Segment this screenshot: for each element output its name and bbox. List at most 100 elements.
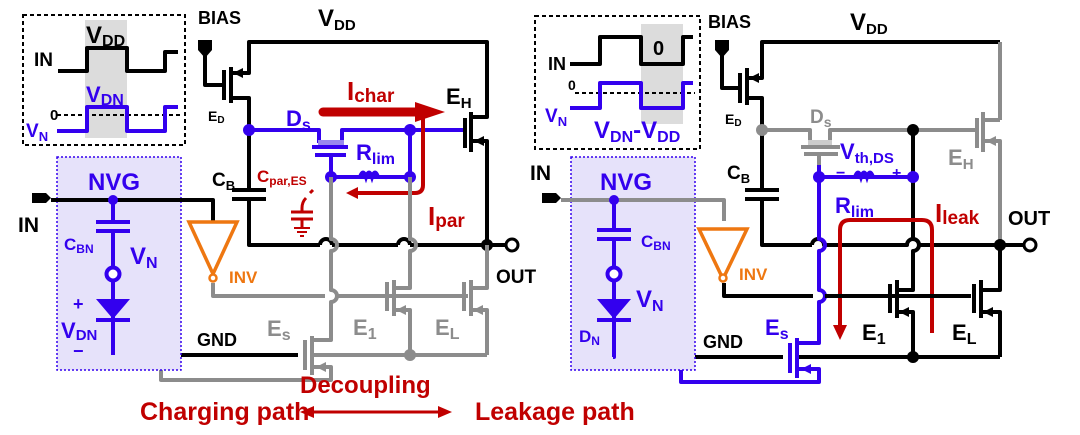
diode-icon (597, 299, 631, 319)
ileak-label: Ileak (935, 198, 980, 229)
eh-arrow-icon (986, 136, 996, 146)
vdd-rail (231, 40, 489, 119)
vdn-plus: + (73, 294, 84, 314)
cbn-label: CBN (64, 235, 94, 256)
el-arrow-icon (473, 305, 483, 315)
e1-drain-wire (897, 130, 921, 292)
node-dot (404, 349, 416, 361)
cpar-label: Cpar,ES (257, 167, 307, 188)
es-arrow-icon (316, 362, 326, 372)
right-waveform-inset: IN 0 0 VN VDN-VDD (534, 15, 701, 150)
ed-label: ED (208, 108, 225, 126)
ileak-path (838, 218, 934, 333)
out-label: OUT (496, 267, 537, 288)
arrow-right-icon (438, 406, 452, 418)
ed-drain-wire (747, 96, 764, 190)
node-dot (907, 351, 919, 363)
bottom-caption: Decoupling Charging path Leakage path (140, 372, 635, 426)
es-source-wire (679, 363, 821, 384)
vdn-minus: − (73, 341, 84, 361)
rlim-resistor-icon (853, 170, 875, 184)
eh-source-wire (983, 139, 1002, 245)
e1-label: E1 (862, 320, 886, 348)
bias-wire (203, 55, 223, 87)
el-label: EL (435, 315, 460, 343)
inset-highlight (85, 20, 127, 138)
out-terminal[interactable] (504, 237, 520, 253)
ds-eh-gate-wire (828, 128, 977, 143)
in-pad-icon[interactable] (32, 193, 51, 203)
node-dot (243, 124, 255, 136)
in-pad-icon[interactable] (542, 193, 561, 203)
inverter-bubble (208, 273, 218, 283)
el-drain-wire (471, 245, 489, 290)
e1-arrow-icon (899, 307, 909, 317)
ipar-path (355, 115, 425, 195)
ds-body (318, 140, 344, 146)
right-circuit: IN 0 0 VN VDN-VDD BIAS ED VDD CB Ds (530, 9, 1050, 384)
e1-source-wire (897, 310, 915, 357)
vn-label: VN (636, 286, 664, 315)
nvg-label: NVG (88, 169, 140, 196)
vdd-rail (747, 40, 1000, 80)
cb-label: CB (212, 170, 235, 193)
in-wire (51, 198, 215, 221)
inset-border (534, 15, 701, 150)
out-terminal[interactable] (1022, 237, 1038, 253)
in-waveform (570, 35, 693, 66)
bias-label: BIAS (198, 8, 241, 28)
eh-arrow-icon (474, 136, 484, 146)
inset-in-label: IN (34, 50, 53, 71)
ipar-arrow-icon (346, 187, 358, 199)
dn-label: DN (579, 327, 600, 348)
eh-label: EH (948, 145, 974, 173)
charging-path-label: Charging path (140, 398, 309, 426)
arrow-left-icon (300, 406, 314, 418)
nvg-block (570, 156, 696, 371)
leakage-path-label: Leakage path (475, 398, 635, 426)
bias-pad-icon (198, 40, 212, 58)
ed-drain-wire (231, 96, 251, 130)
es-arrow-icon (801, 364, 811, 374)
ds-node-wire (249, 128, 321, 143)
ed-arrow-icon (749, 73, 759, 83)
ed-arrow-icon (233, 68, 243, 78)
eh-source-wire (471, 139, 489, 245)
out-label: OUT (1008, 208, 1050, 230)
ileak-arrow-icon (833, 325, 847, 340)
vdd-label: VDD (850, 9, 888, 38)
inset-vdn-vdd-label: VDN-VDD (594, 117, 680, 146)
e1-label: E1 (353, 315, 377, 343)
cbn-label: CBN (641, 232, 671, 253)
vn-node (605, 265, 623, 283)
inset-vdn-label: VDN (86, 82, 124, 109)
left-circuit: IN VDD VDN 0 VN BIAS ED VDD CB (18, 5, 537, 382)
inset-zero-level: 0 (653, 38, 664, 60)
in-label: IN (18, 214, 39, 237)
inset-zero-label: 0 (568, 77, 576, 93)
cpar-dash (308, 188, 315, 195)
el-label: EL (952, 320, 977, 348)
es-drain-wire (312, 177, 339, 342)
e1-arrow-icon (396, 305, 406, 315)
vdn-label: VDN (61, 318, 97, 344)
ds-body (808, 140, 832, 146)
inset-in-label: IN (548, 54, 566, 74)
cb-bottom-wire (247, 199, 320, 247)
es-drain-wire (797, 177, 827, 345)
node-dot (756, 124, 768, 136)
es-label: Es (267, 316, 291, 344)
el-source-wire (981, 310, 1002, 357)
ds-node-wire (762, 128, 812, 143)
inverter-icon (186, 220, 240, 279)
bias-wire (720, 55, 739, 90)
node-dot (907, 171, 919, 183)
nvg-block (56, 156, 182, 371)
rlim-resistor-icon (358, 170, 380, 184)
inset-vn-label: VN (545, 106, 567, 129)
in-waveform (58, 46, 178, 73)
vn-node (104, 265, 122, 283)
inset-vn-label: VN (26, 121, 48, 144)
gnd-label: GND (197, 330, 237, 350)
